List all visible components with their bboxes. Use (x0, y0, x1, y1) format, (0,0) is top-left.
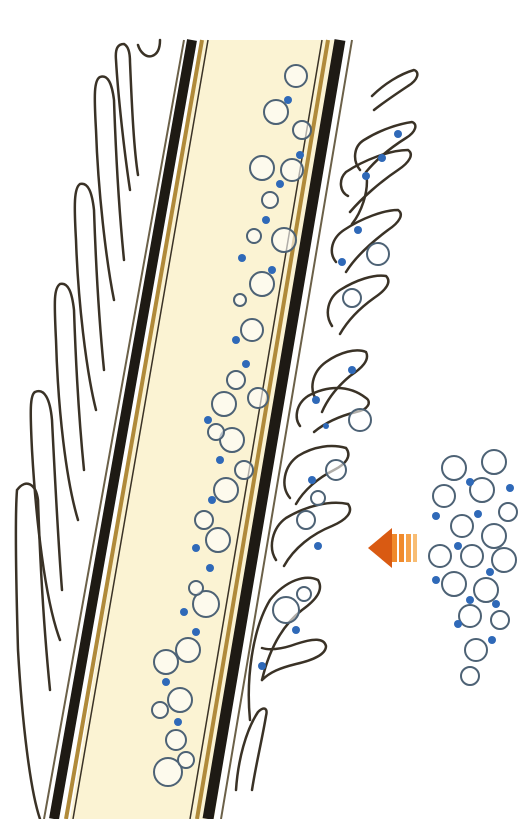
particle (268, 266, 276, 274)
bubble (297, 511, 315, 529)
bubble (272, 228, 296, 252)
bubble (367, 243, 389, 265)
bubble (241, 319, 263, 341)
bubble (214, 478, 238, 502)
particle (238, 254, 246, 262)
particle (162, 678, 170, 686)
bubble (499, 503, 517, 521)
bubble (176, 638, 200, 662)
particle (216, 456, 224, 464)
particle (208, 496, 216, 504)
bubble (168, 688, 192, 712)
arrow-bar (399, 534, 404, 562)
particle (180, 608, 188, 616)
bubble (154, 650, 178, 674)
bubble (208, 424, 224, 440)
bubble (234, 294, 246, 306)
particle (242, 360, 250, 368)
bubble (349, 409, 371, 431)
particle (394, 130, 402, 138)
bubble (166, 730, 186, 750)
particle (192, 628, 200, 636)
bubble (474, 578, 498, 602)
particle (204, 416, 212, 424)
particle (432, 576, 440, 584)
bubble (273, 597, 299, 623)
particle (488, 636, 496, 644)
bubble (264, 100, 288, 124)
arrow-bar (413, 534, 417, 562)
arrow-bar (406, 534, 411, 562)
bubble (212, 392, 236, 416)
bubble (461, 667, 479, 685)
bubble (285, 65, 307, 87)
bubble (343, 289, 361, 307)
bubble (326, 460, 346, 480)
particle (492, 600, 500, 608)
bubble (293, 121, 311, 139)
particle (474, 510, 482, 518)
bubble (178, 752, 194, 768)
particle (348, 366, 356, 374)
bubble (482, 524, 506, 548)
particle (432, 512, 440, 520)
particle (174, 718, 182, 726)
bubble (297, 587, 311, 601)
bubble (433, 485, 455, 507)
bubble (451, 515, 473, 537)
particle (466, 596, 474, 604)
bubble (235, 461, 253, 479)
bubble (429, 545, 451, 567)
bubble (250, 156, 274, 180)
bubble (250, 272, 274, 296)
bubble (227, 371, 245, 389)
bubble (247, 229, 261, 243)
arrow-bar (392, 534, 397, 562)
particle (232, 336, 240, 344)
particle (262, 216, 270, 224)
particle (338, 258, 346, 266)
bubble (152, 702, 168, 718)
particle (354, 226, 362, 234)
particle (454, 542, 462, 550)
particle (284, 96, 292, 104)
bubble (442, 572, 466, 596)
particle (466, 478, 474, 486)
bubble (442, 456, 466, 480)
particle (506, 484, 514, 492)
particle (292, 626, 300, 634)
bubble (195, 511, 213, 529)
bubble (459, 605, 481, 627)
bubble (281, 159, 303, 181)
bubble (206, 528, 230, 552)
bubble (189, 581, 203, 595)
particle (206, 564, 214, 572)
bubble (461, 545, 483, 567)
particle (454, 620, 462, 628)
particle (362, 172, 370, 180)
particle (308, 476, 316, 484)
bubble (492, 548, 516, 572)
bubble (311, 491, 325, 505)
particle (276, 180, 284, 188)
bubble (491, 611, 509, 629)
particle (192, 544, 200, 552)
particle (486, 568, 494, 576)
particle (323, 423, 329, 429)
particle (314, 542, 322, 550)
particle (296, 151, 304, 159)
particle (258, 662, 266, 670)
particle (378, 154, 386, 162)
bubble (262, 192, 278, 208)
bubble (482, 450, 506, 474)
bubble (248, 388, 268, 408)
bubble (465, 639, 487, 661)
particle (312, 396, 320, 404)
